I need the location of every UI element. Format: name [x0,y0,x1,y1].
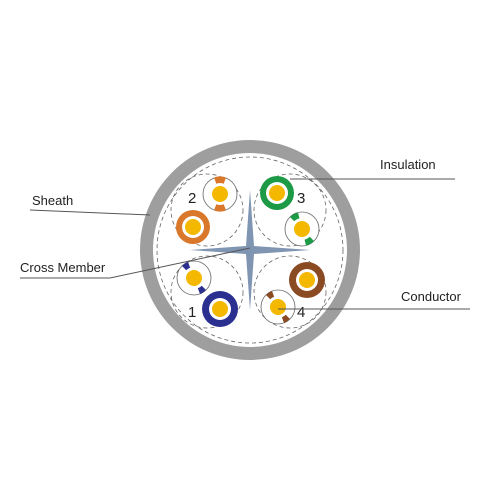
pair-4-group [253,255,327,329]
pair-3-solid-wire [260,176,294,210]
conductor-core [270,299,286,315]
conductor-core [269,185,285,201]
cross-member-label: Cross Member [20,260,106,275]
sheath-label: Sheath [32,193,73,208]
insulation-label: Insulation [380,157,436,172]
cross-member-leader-diagonal [109,247,251,279]
pair-2-number: 2 [188,190,196,207]
pair-3-group [253,173,327,247]
conductor-core [186,270,202,286]
conductor-label: Conductor [401,289,462,304]
inner-dashed-boundary [156,156,344,344]
sheath-leader-line [29,209,151,216]
conductor-core [294,221,310,237]
pair-1-group [170,255,244,329]
pair-4-striped-wire [260,289,296,325]
pair-4-number: 4 [297,304,305,321]
pair-1-solid-wire [202,291,238,327]
pair-4-solid-wire [289,262,325,298]
pair-2-solid-wire [176,210,210,244]
pair-2-group [170,173,244,247]
pair-1-striped-wire [176,260,212,296]
conductor-core [299,272,315,288]
pair-2-striped-wire [202,176,238,212]
pair-1-number: 1 [188,304,196,321]
pair-3-striped-wire [284,211,320,247]
conductor-core [212,186,228,202]
cross-member [190,190,310,310]
conductor-core [185,219,201,235]
pair-3-number: 3 [297,190,305,207]
conductor-core [212,301,228,317]
